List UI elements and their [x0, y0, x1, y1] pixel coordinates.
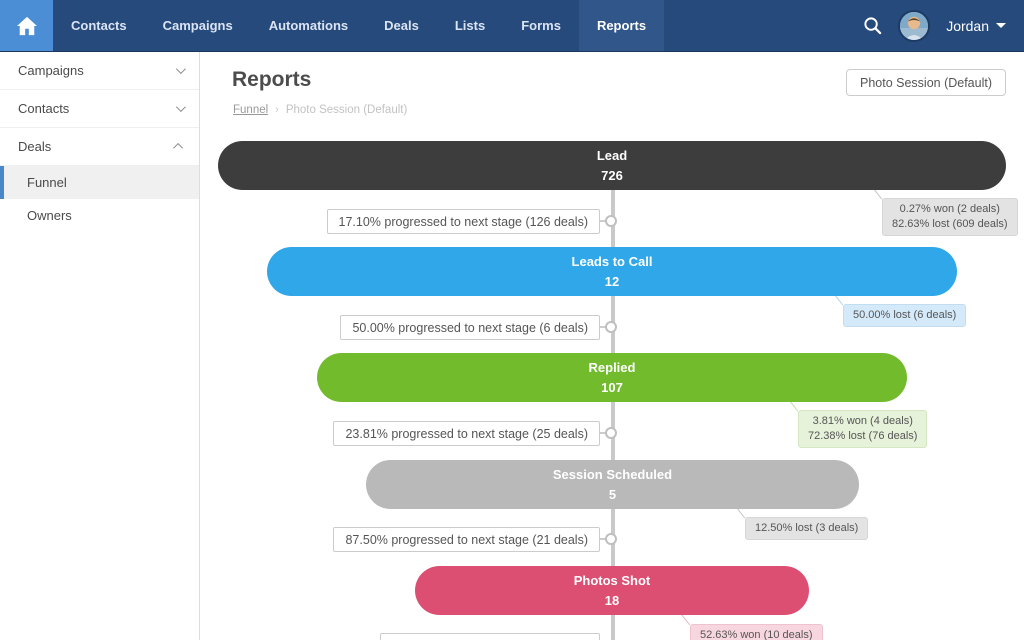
- outcome-line: 50.00% lost (6 deals): [853, 309, 957, 321]
- progress-connector: [598, 220, 606, 222]
- nav-item-deals[interactable]: Deals: [384, 18, 419, 33]
- funnel-node: [605, 533, 617, 545]
- funnel-stage-lead[interactable]: Lead 726: [218, 141, 1006, 190]
- chevron-down-icon: [175, 102, 186, 113]
- progress-label: 87.50% progressed to next stage (21 deal…: [333, 527, 600, 552]
- outcome-line: 12.50% lost (3 deals): [755, 522, 859, 534]
- funnel-center-line: [611, 190, 615, 640]
- stage-count: 726: [601, 168, 623, 183]
- stage-label: Photos Shot: [573, 573, 651, 588]
- sidebar-item-label: Funnel: [27, 175, 67, 190]
- stage-label: Replied: [588, 360, 636, 375]
- nav-item-campaigns[interactable]: Campaigns: [162, 18, 233, 33]
- breadcrumb-funnel-link[interactable]: Funnel: [233, 104, 269, 116]
- chevron-down-icon: [175, 64, 186, 75]
- stage-label: Session Scheduled: [552, 467, 673, 482]
- top-navbar: Contacts Campaigns Automations Deals Lis…: [0, 0, 1024, 52]
- funnel-node: [605, 321, 617, 333]
- progress-connector: [598, 538, 606, 540]
- funnel-stage-leads-to-call[interactable]: Leads to Call 12: [267, 247, 957, 296]
- search-icon: [864, 17, 882, 35]
- outcome-label-session-scheduled: 12.50% lost (3 deals): [745, 517, 869, 540]
- outcome-line: 3.81% won (4 deals): [812, 415, 913, 427]
- sidebar-item-label: Owners: [27, 208, 72, 223]
- progress-label-truncated: [380, 633, 600, 640]
- outcome-line: 82.63% lost (609 deals): [892, 218, 1008, 230]
- sidebar-group-label: Deals: [18, 139, 52, 154]
- sidebar: Campaigns Contacts Deals Funnel Owners: [0, 52, 200, 640]
- breadcrumb-separator: ›: [275, 104, 279, 116]
- sidebar-item-funnel[interactable]: Funnel: [0, 166, 199, 199]
- funnel-stage-photos-shot[interactable]: Photos Shot 18: [415, 566, 809, 615]
- stage-count: 12: [604, 274, 620, 289]
- outcome-label-lead: 0.27% won (2 deals) 82.63% lost (609 dea…: [882, 198, 1018, 236]
- progress-connector: [598, 326, 606, 328]
- home-icon: [16, 16, 37, 35]
- sidebar-group-contacts[interactable]: Contacts: [0, 90, 199, 128]
- stage-label: Leads to Call: [571, 254, 653, 269]
- main-content: Reports Funnel › Photo Session (Default)…: [200, 52, 1024, 640]
- outcome-line: 72.38% lost (76 deals): [808, 430, 918, 442]
- outcome-label-photos-shot: 52.63% won (10 deals): [690, 624, 823, 640]
- user-menu[interactable]: Jordan: [946, 18, 1006, 34]
- nav-item-contacts[interactable]: Contacts: [71, 18, 127, 33]
- stage-count: 107: [601, 380, 623, 395]
- funnel-stage-session-scheduled[interactable]: Session Scheduled 5: [366, 460, 859, 509]
- page-title: Reports: [232, 68, 312, 91]
- stage-label: Lead: [596, 148, 628, 163]
- sidebar-group-label: Contacts: [18, 101, 70, 116]
- navbar-right: Jordan: [863, 0, 1024, 51]
- progress-connector: [598, 432, 606, 434]
- sidebar-item-owners[interactable]: Owners: [0, 199, 199, 232]
- user-name-label: Jordan: [946, 17, 989, 34]
- breadcrumb-current: Photo Session (Default): [285, 104, 408, 116]
- nav-item-lists[interactable]: Lists: [454, 18, 486, 33]
- sidebar-group-campaigns[interactable]: Campaigns: [0, 52, 199, 90]
- nav-item-forms[interactable]: Forms: [521, 18, 561, 33]
- funnel-node: [605, 215, 617, 227]
- home-button[interactable]: [0, 0, 53, 51]
- progress-label: 23.81% progressed to next stage (25 deal…: [333, 421, 600, 446]
- outcome-line: 0.27% won (2 deals): [899, 203, 1000, 215]
- funnel-node: [605, 427, 617, 439]
- user-avatar[interactable]: [898, 9, 931, 42]
- funnel-stage-replied[interactable]: Replied 107: [317, 353, 907, 402]
- breadcrumb: Funnel › Photo Session (Default): [233, 104, 407, 116]
- search-button[interactable]: [863, 16, 882, 35]
- sidebar-group-deals[interactable]: Deals: [0, 128, 199, 166]
- stage-count: 18: [604, 593, 620, 608]
- nav-item-automations[interactable]: Automations: [268, 18, 349, 33]
- outcome-label-replied: 3.81% won (4 deals) 72.38% lost (76 deal…: [798, 410, 928, 448]
- pipeline-selector-button[interactable]: Photo Session (Default): [845, 69, 1006, 96]
- pipeline-selector-label: Photo Session (Default): [859, 75, 992, 90]
- avatar-image: [900, 11, 929, 40]
- progress-label: 50.00% progressed to next stage (6 deals…: [340, 315, 600, 340]
- progress-label: 17.10% progressed to next stage (126 dea…: [326, 209, 600, 234]
- stage-count: 5: [608, 487, 617, 502]
- chevron-down-icon: [996, 23, 1006, 28]
- sidebar-group-label: Campaigns: [18, 63, 84, 78]
- outcome-label-leads-to-call: 50.00% lost (6 deals): [843, 304, 967, 327]
- chevron-up-icon: [173, 142, 184, 153]
- nav-item-reports[interactable]: Reports: [578, 0, 665, 51]
- outcome-line: 52.63% won (10 deals): [700, 629, 813, 640]
